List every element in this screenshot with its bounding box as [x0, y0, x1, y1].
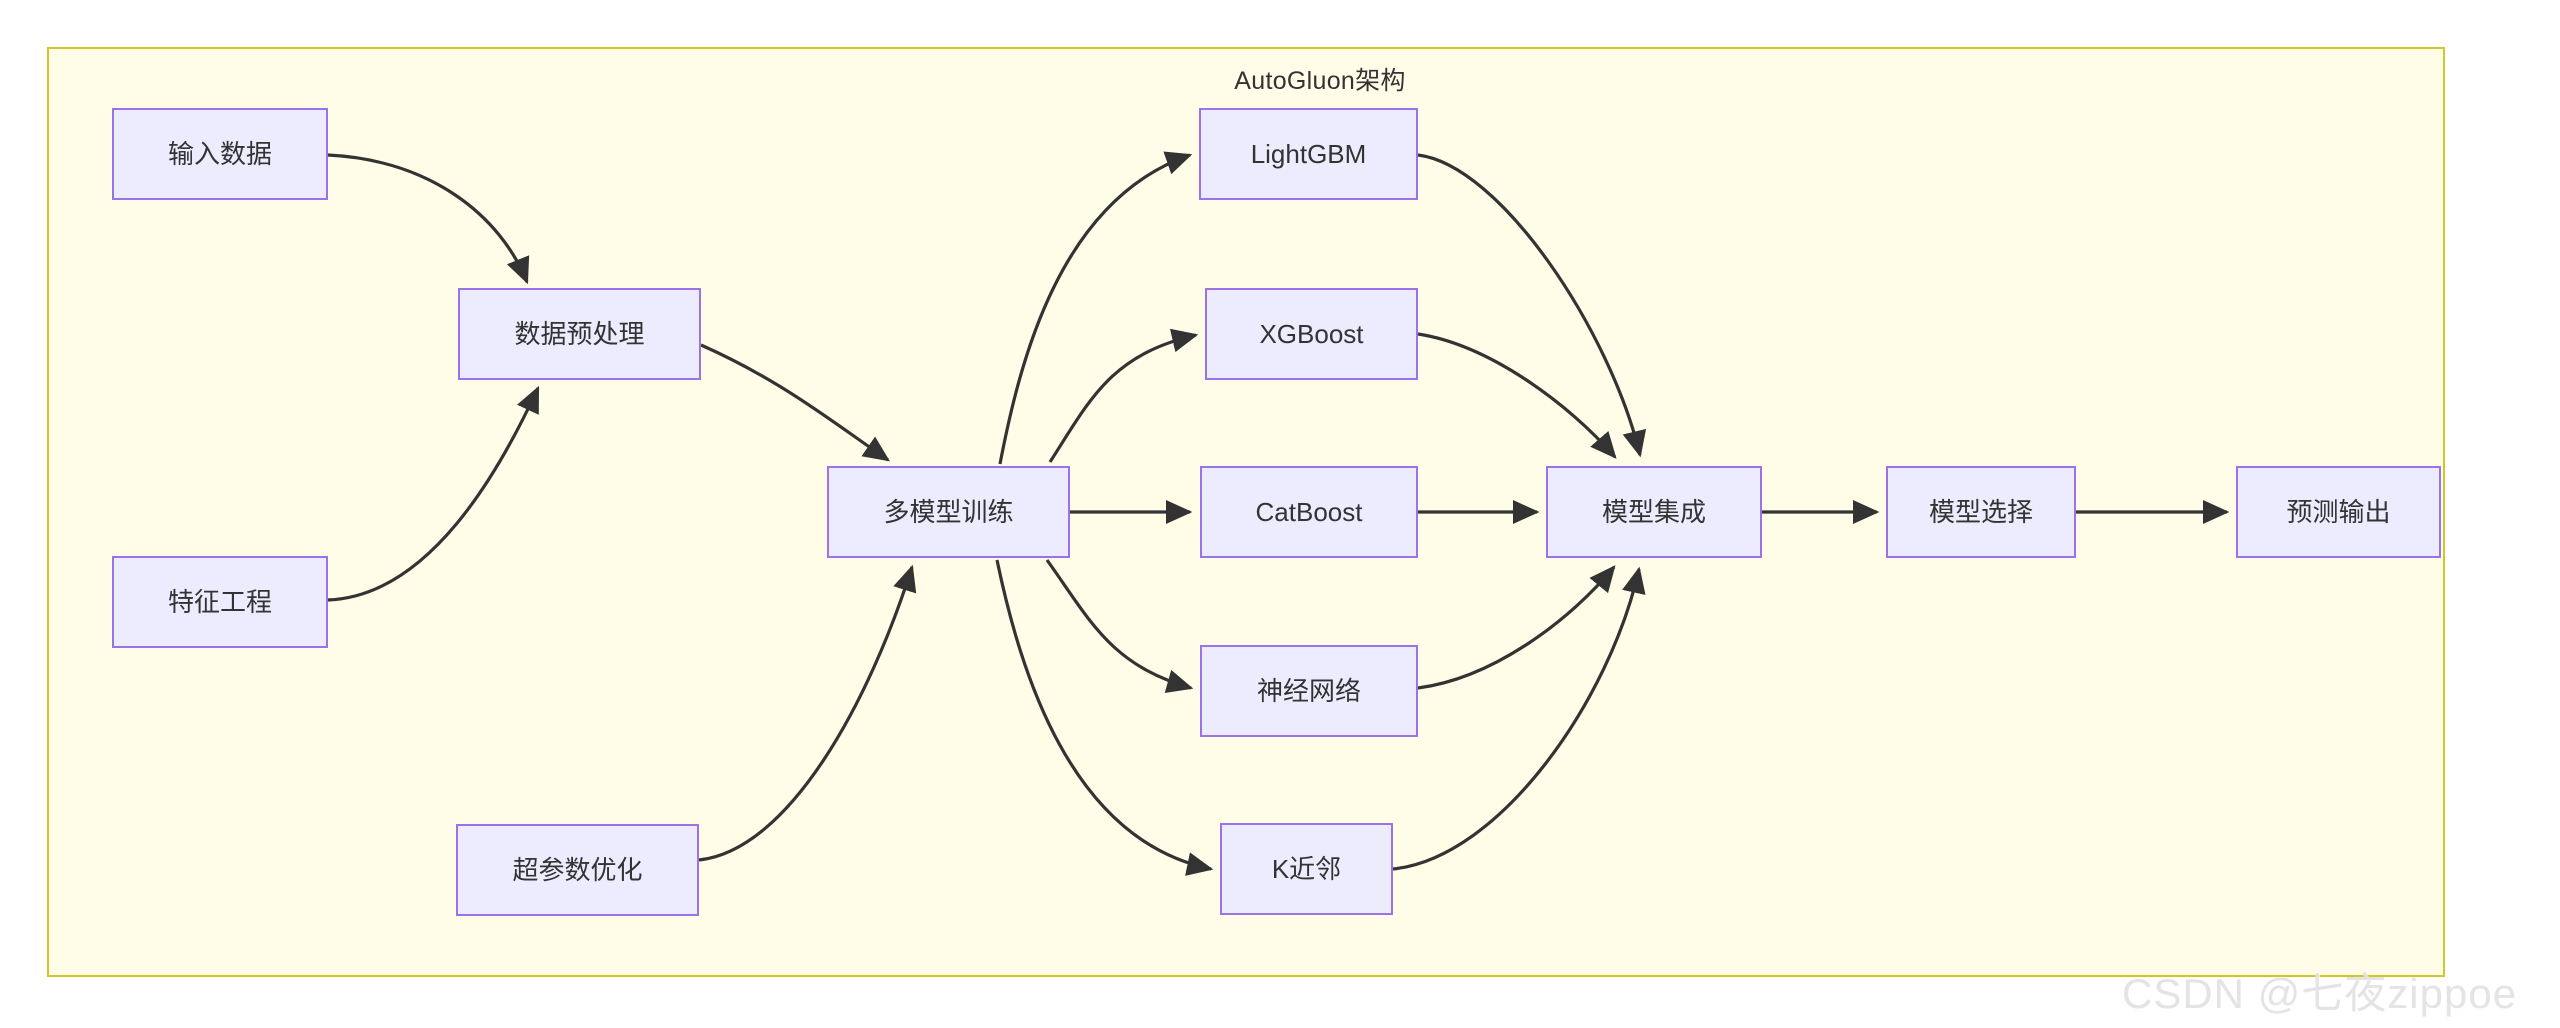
node-label: 模型集成: [1601, 496, 1706, 527]
node-hyperparameter-optimization[interactable]: 超参数优化: [456, 824, 699, 916]
diagram-title-text: AutoGluon架构: [1234, 67, 1406, 95]
node-label: 输入数据: [167, 138, 272, 169]
node-label: 超参数优化: [512, 854, 643, 885]
node-label: 多模型训练: [883, 496, 1014, 527]
node-knn[interactable]: K近邻: [1220, 823, 1393, 915]
node-lightgbm[interactable]: LightGBM: [1199, 108, 1418, 200]
node-input[interactable]: 输入数据: [112, 108, 328, 200]
node-label: 神经网络: [1256, 675, 1361, 706]
node-feature-engineering[interactable]: 特征工程: [112, 556, 328, 648]
node-preprocess[interactable]: 数据预处理: [458, 288, 701, 380]
node-label: XGBoost: [1259, 318, 1364, 349]
watermark: CSDN @七夜zippoe: [2122, 970, 2518, 1017]
node-label: CatBoost: [1255, 496, 1363, 527]
node-label: 特征工程: [167, 586, 272, 617]
node-multi-model-training[interactable]: 多模型训练: [827, 466, 1070, 558]
node-model-selection[interactable]: 模型选择: [1886, 466, 2076, 558]
node-catboost[interactable]: CatBoost: [1200, 466, 1418, 558]
node-label: 预测输出: [2286, 496, 2391, 527]
node-label: 数据预处理: [514, 318, 645, 349]
node-model-ensemble[interactable]: 模型集成: [1546, 466, 1762, 558]
node-prediction-output[interactable]: 预测输出: [2236, 466, 2441, 558]
node-label: K近邻: [1271, 853, 1342, 884]
node-label: 模型选择: [1928, 496, 2033, 527]
node-neural-network[interactable]: 神经网络: [1200, 645, 1418, 737]
diagram-title: AutoGluon架构: [49, 61, 2443, 97]
node-xgboost[interactable]: XGBoost: [1205, 288, 1418, 380]
node-label: LightGBM: [1250, 138, 1367, 169]
